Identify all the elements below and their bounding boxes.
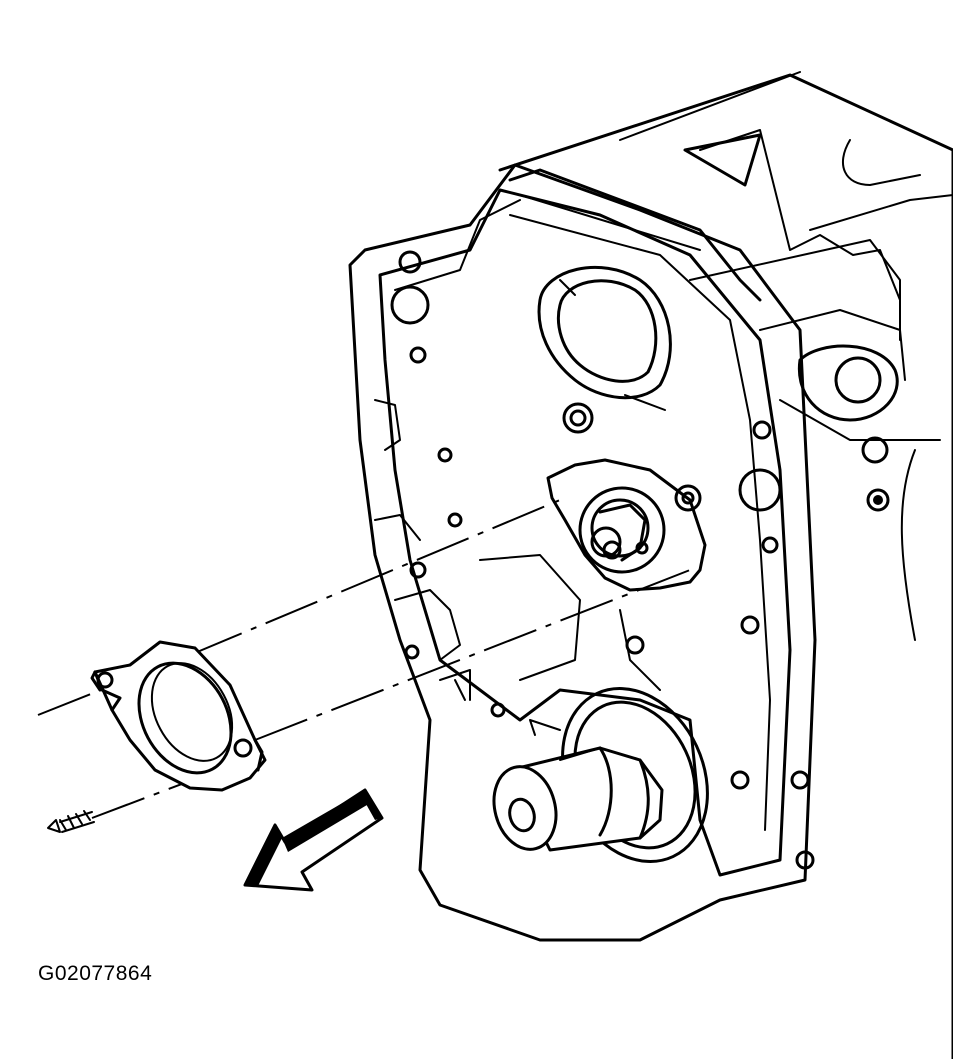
crankshaft	[492, 746, 664, 852]
figure-id-label: G02077864	[38, 962, 153, 985]
arrow-icon	[243, 788, 384, 892]
thrust-plate	[90, 640, 267, 792]
engine-block	[348, 71, 953, 1059]
bolt-icon	[47, 810, 95, 833]
